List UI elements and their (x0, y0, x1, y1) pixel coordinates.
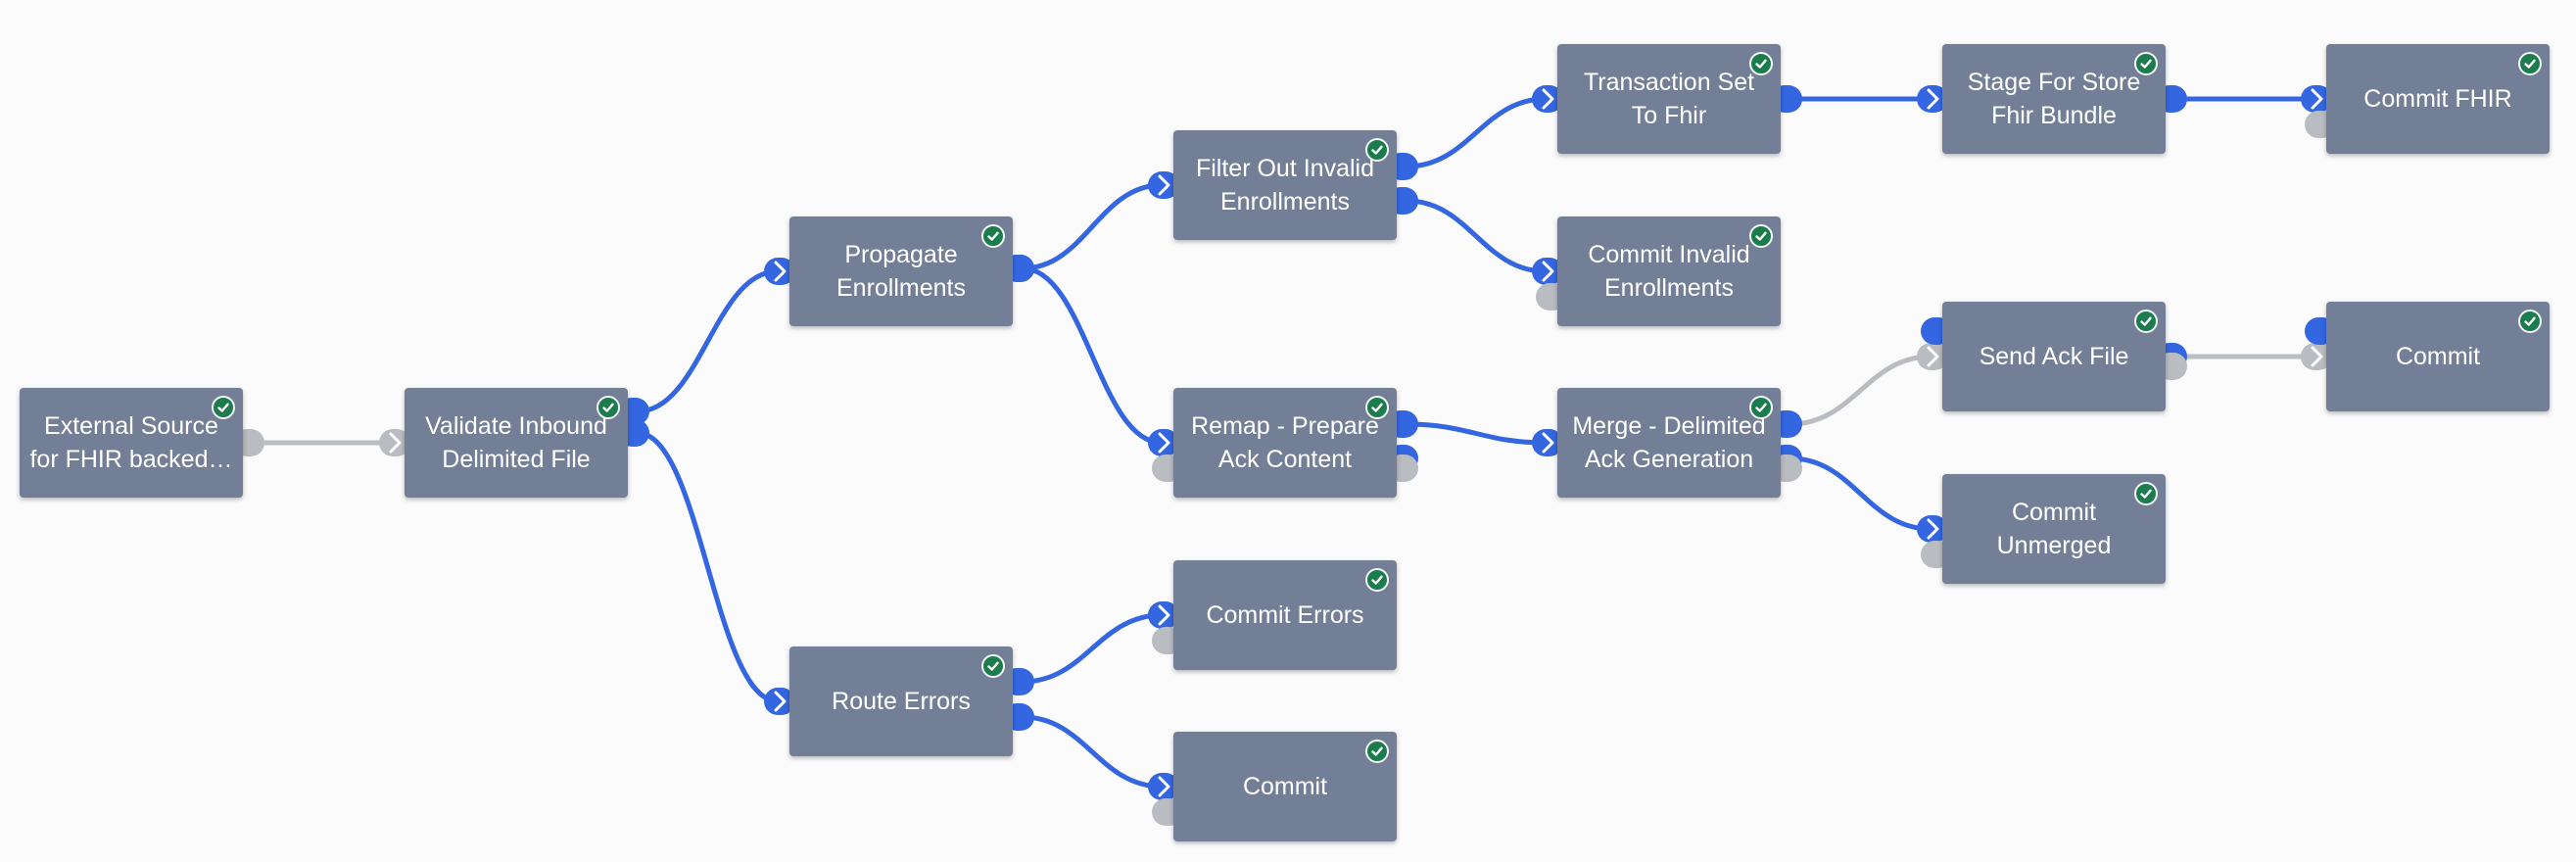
node-label: Commit Errors (1206, 601, 1364, 629)
check-circle-icon (981, 224, 1005, 248)
edge-n4-n8[interactable] (1020, 714, 1165, 790)
check-circle-icon (1365, 568, 1389, 592)
node-n2[interactable]: Validate Inbound Delimited File (405, 388, 628, 498)
check-circle-icon (2134, 52, 2158, 75)
node-n1[interactable]: External Source for FHIR backed… (20, 388, 243, 498)
input-port-n4[interactable] (764, 688, 795, 715)
check-circle-icon (2518, 52, 2542, 75)
check-circle-icon (981, 654, 1005, 678)
node-label: Route Errors (832, 688, 971, 715)
node-n5[interactable]: Filter Out Invalid Enrollments (1173, 130, 1397, 240)
edge-n5-n10[interactable] (1404, 198, 1549, 274)
node-label: Commit (1242, 773, 1328, 800)
node-label: Commit FHIR (2363, 85, 2512, 113)
check-circle-icon (1365, 740, 1389, 763)
edge-n4-n7[interactable] (1020, 612, 1165, 685)
input-port-n14[interactable] (1917, 515, 1948, 543)
input-port-n7[interactable] (1148, 601, 1179, 629)
node-label: Remap - Prepare Ack Content (1191, 412, 1379, 473)
input-port-n6[interactable] (1148, 429, 1179, 456)
check-circle-icon (1749, 52, 1773, 75)
check-circle-icon (2134, 482, 2158, 505)
node-n9[interactable]: Transaction Set To Fhir (1557, 44, 1781, 154)
node-n10[interactable]: Commit Invalid Enrollments (1557, 216, 1781, 326)
node-label: Propagate Enrollments (836, 241, 966, 302)
node-n15[interactable]: Commit FHIR (2326, 44, 2550, 154)
node-n12[interactable]: Stage For Store Fhir Bundle (1942, 44, 2166, 154)
node-n6[interactable]: Remap - Prepare Ack Content (1173, 388, 1397, 498)
node-n16[interactable]: Commit (2326, 302, 2550, 411)
edge-n11-n13[interactable] (1788, 354, 1933, 427)
edge-n2-n4[interactable] (635, 430, 781, 704)
check-circle-icon (2134, 310, 2158, 333)
input-port-n16[interactable] (2301, 343, 2332, 370)
input-port-n12[interactable] (1917, 85, 1948, 113)
node-label: Filter Out Invalid Enrollments (1195, 155, 1374, 216)
node-label: Commit Invalid Enrollments (1588, 241, 1750, 302)
edge-n2-n3[interactable] (635, 268, 781, 414)
node-label: Send Ack File (1979, 343, 2129, 370)
check-circle-icon (596, 396, 620, 419)
input-port-n11[interactable] (1532, 429, 1563, 456)
check-circle-icon (1365, 138, 1389, 162)
node-n14[interactable]: Commit Unmerged (1942, 474, 2166, 584)
node-label: Validate Inbound Delimited File (425, 412, 607, 473)
check-circle-icon (1365, 396, 1389, 419)
input-port-n3[interactable] (764, 258, 795, 285)
input-port-n10[interactable] (1532, 258, 1563, 285)
edge-n5-n9[interactable] (1404, 96, 1549, 169)
node-label: Merge - Delimited Ack Generation (1572, 412, 1766, 473)
node-n13[interactable]: Send Ack File (1942, 302, 2166, 411)
node-label: Transaction Set To Fhir (1583, 69, 1755, 129)
node-n7[interactable]: Commit Errors (1173, 560, 1397, 670)
input-port-n13[interactable] (1917, 343, 1948, 370)
node-label: Commit (2395, 343, 2481, 370)
edge-n6-n11[interactable] (1404, 421, 1549, 446)
check-circle-icon (1749, 224, 1773, 248)
input-port-n5[interactable] (1148, 171, 1179, 199)
edge-n11-n14[interactable] (1788, 455, 1933, 532)
check-circle-icon (1749, 396, 1773, 419)
input-port-n9[interactable] (1532, 85, 1563, 113)
node-n3[interactable]: Propagate Enrollments (789, 216, 1013, 326)
node-label: Commit Unmerged (1996, 499, 2112, 559)
node-n4[interactable]: Route Errors (789, 646, 1013, 756)
check-circle-icon (212, 396, 235, 419)
check-circle-icon (2518, 310, 2542, 333)
input-port-n15[interactable] (2301, 85, 2332, 113)
edge-n3-n6[interactable] (1020, 265, 1165, 446)
input-port-n8[interactable] (1148, 773, 1179, 800)
node-n8[interactable]: Commit (1173, 732, 1397, 841)
input-port-n2[interactable] (379, 429, 410, 456)
node-label: Stage For Store Fhir Bundle (1967, 69, 2141, 129)
node-label: External Source for FHIR backed… (29, 412, 233, 473)
edge-n3-n5[interactable] (1020, 182, 1165, 271)
node-n11[interactable]: Merge - Delimited Ack Generation (1557, 388, 1781, 498)
